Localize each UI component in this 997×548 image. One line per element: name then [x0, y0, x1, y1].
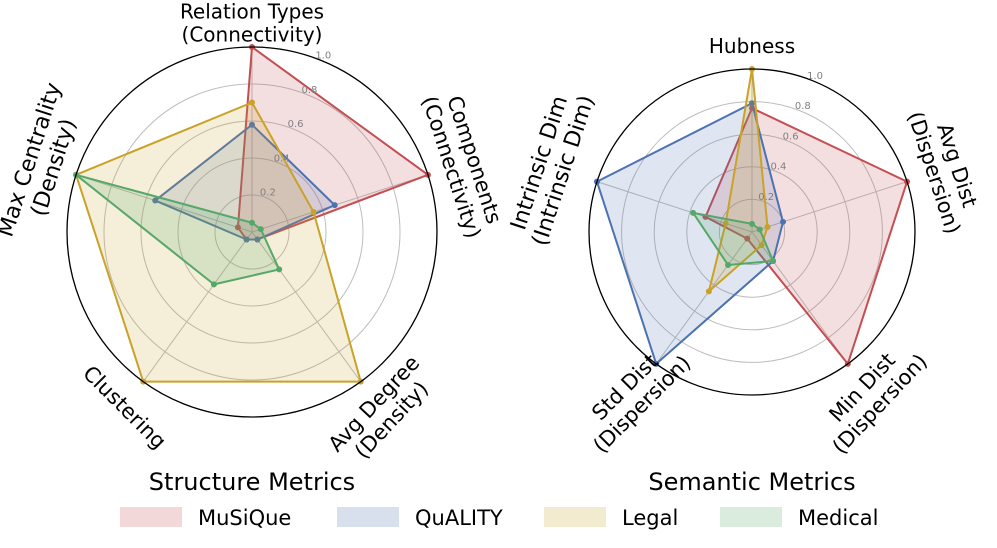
spoke-line [751, 181, 908, 233]
data-point [705, 288, 712, 295]
outer-circle [588, 68, 916, 396]
radial-tick-label: 0.2 [758, 192, 774, 203]
axis-label-avg-dist: Avg Dist(Dispersion) [903, 101, 988, 237]
data-point [210, 281, 217, 288]
spoke-line [251, 174, 429, 233]
chart-title-structure: Structure Metrics [149, 468, 355, 496]
axis-label-max-centrality: Max Centrality(Density) [0, 80, 91, 248]
series-polygon [75, 101, 362, 383]
spoke-line [655, 231, 753, 365]
data-point [756, 226, 763, 233]
chart-title-semantic: Semantic Metrics [648, 468, 855, 496]
structure-radar-chart: 0.2 0.4 0.6 0.8 1.0 Relation Types(Connectivi… [0, 0, 508, 463]
data-point [749, 100, 755, 107]
radial-tick-label: 0.2 [260, 188, 276, 199]
axis-label-std-dist: Std Dist(Dispersion) [571, 334, 695, 458]
radial-tick-label: 0.8 [795, 101, 811, 112]
data-point [152, 197, 159, 204]
series-medical [73, 171, 283, 288]
legend-swatch [544, 507, 606, 527]
data-point [249, 219, 255, 226]
axis-label-line: (Connectivity) [182, 23, 323, 47]
series-polygon [154, 123, 336, 241]
data-point [249, 121, 255, 128]
radial-tick-label: 0.6 [783, 131, 799, 142]
data-point [725, 261, 732, 268]
data-point [310, 208, 317, 215]
axis-label-components: Components(Connectivity) [417, 86, 508, 242]
data-point [276, 266, 283, 273]
legend-item-medical: Medical [720, 506, 878, 530]
data-point [764, 223, 771, 230]
legend-item-legal: Legal [544, 506, 678, 530]
legend-label: Legal [622, 506, 678, 530]
data-point [249, 99, 255, 106]
data-point [243, 236, 250, 243]
radial-tick-label: 0.6 [288, 119, 304, 130]
legend-swatch [120, 507, 182, 527]
data-point [234, 224, 241, 231]
legend-item-musique: MuSiQue [120, 506, 291, 530]
outer-circle [66, 46, 438, 418]
spoke-line [751, 231, 849, 365]
axis-label-intrinsic-dim: Intrinsic Dim(Intrinsic Dim) [504, 85, 600, 249]
legend-swatch [720, 507, 782, 527]
radial-tick-label: 0.8 [301, 85, 317, 96]
data-point [770, 258, 777, 265]
data-point [254, 236, 261, 243]
legend-label: MuSiQue [198, 506, 291, 530]
data-point [722, 220, 729, 227]
radial-tick-label: 0.4 [274, 153, 290, 164]
axis-label-relation-types: Relation Types(Connectivity) [180, 0, 324, 47]
data-point [749, 220, 755, 227]
data-point [257, 226, 264, 233]
data-point [758, 242, 765, 249]
axis-label-hubness: Hubness [709, 34, 795, 58]
spoke-line [251, 231, 362, 382]
axis-label-min-dist: Min Dist(Dispersion) [810, 333, 932, 459]
radial-tick-label: 0.4 [770, 162, 786, 173]
series-quality [152, 121, 338, 243]
spoke-line [142, 231, 253, 382]
legend: MuSiQue QuALITY Legal Medical [120, 506, 878, 530]
data-point [744, 235, 751, 242]
legend-swatch [337, 507, 399, 527]
data-point [780, 218, 787, 225]
legend-label: QuALITY [415, 506, 503, 530]
radial-tick-label: 1.0 [807, 71, 823, 82]
legend-label: Medical [798, 506, 878, 530]
series-medical [690, 209, 777, 268]
series-polygon [707, 68, 769, 293]
data-point [690, 209, 697, 216]
series-polygon [704, 107, 909, 365]
axis-label-line: Relation Types [180, 0, 324, 24]
radial-tick-label: 1.0 [315, 50, 331, 61]
axis-label-line: Hubness [709, 34, 795, 58]
data-point [331, 202, 338, 209]
series-polygon [595, 102, 785, 365]
legend-item-quality: QuALITY [337, 506, 503, 530]
